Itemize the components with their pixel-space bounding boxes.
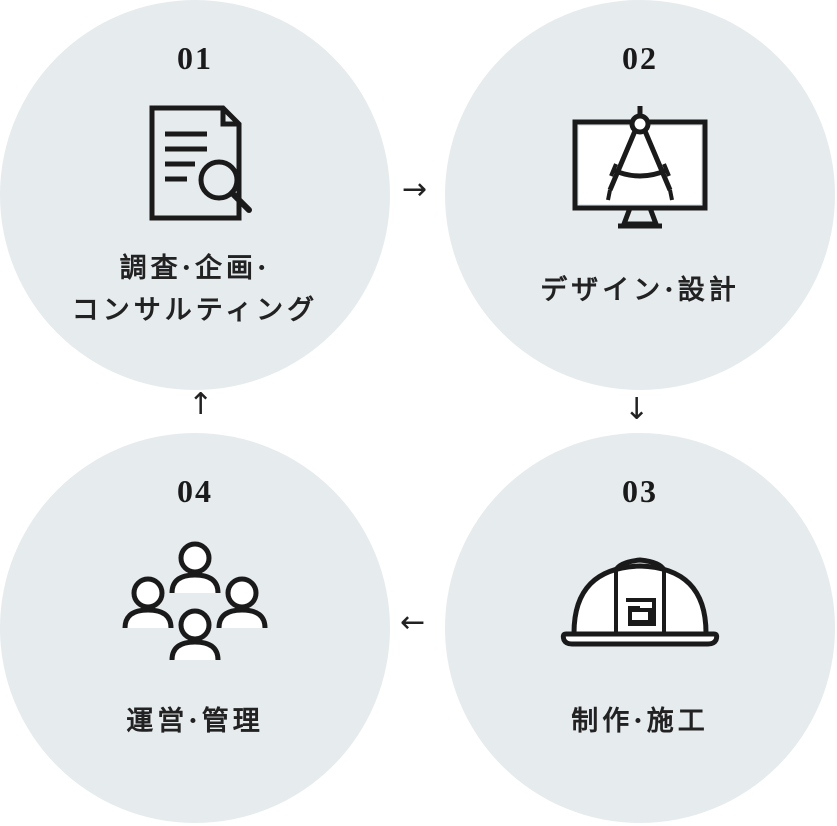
step-number: 02 xyxy=(622,40,658,76)
step-number: 03 xyxy=(622,473,658,509)
hard-hat-icon xyxy=(560,548,720,678)
step-label-line1: 調査·企画· xyxy=(119,253,271,284)
step-04-circle: 04 運営·管理 xyxy=(0,433,390,823)
step-02-circle: 02 デザイン·設計 xyxy=(445,0,835,390)
step-label-line2: コンサルティング xyxy=(71,295,319,326)
document-search-icon xyxy=(135,100,255,230)
step-label-line1: 制作·施工 xyxy=(571,706,709,737)
step-label: 制作·施工 xyxy=(445,701,835,743)
arrow-right-icon: → xyxy=(402,172,428,207)
monitor-compass-icon xyxy=(570,100,710,230)
people-group-icon xyxy=(120,533,270,663)
step-label-line1: デザイン·設計 xyxy=(540,275,740,306)
step-01-circle: 01 調査·企画· コンサルティング xyxy=(0,0,390,390)
arrow-up-icon: ↑ xyxy=(188,387,214,422)
arrow-down-icon: ↓ xyxy=(624,392,650,427)
step-label: 運営·管理 xyxy=(0,701,390,743)
step-number: 04 xyxy=(177,473,213,509)
step-label-line1: 運営·管理 xyxy=(126,706,264,737)
step-03-circle: 03 制作·施工 xyxy=(445,433,835,823)
step-number: 01 xyxy=(177,40,213,76)
arrow-left-icon: ← xyxy=(400,605,426,640)
step-label: デザイン·設計 xyxy=(445,270,835,312)
step-label: 調査·企画· コンサルティング xyxy=(0,248,390,332)
